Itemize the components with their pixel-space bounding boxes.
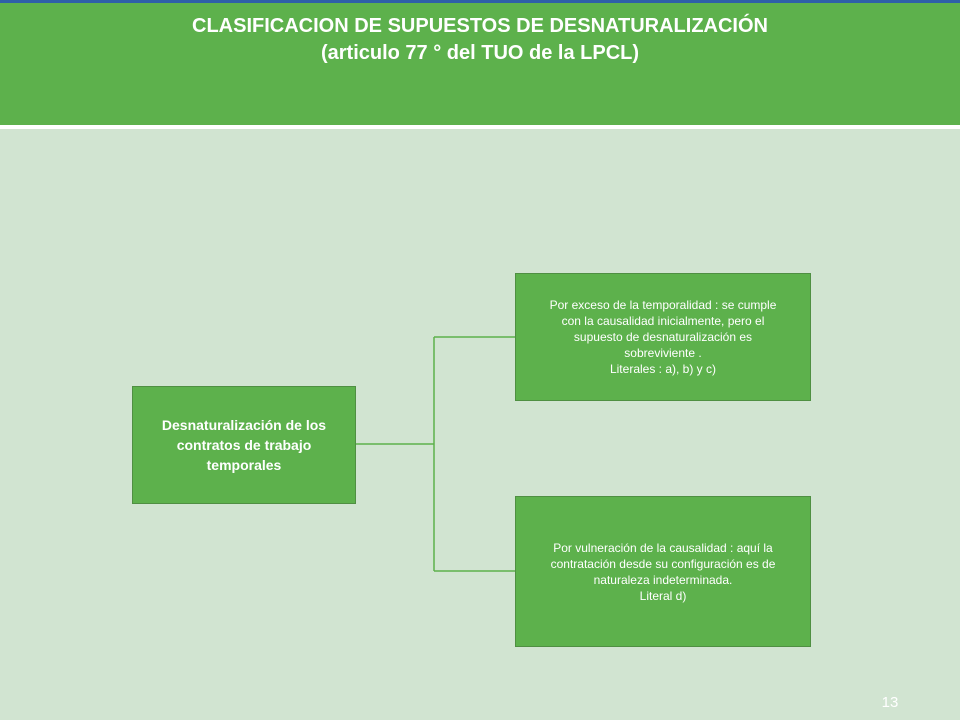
page-number: 13 — [881, 694, 899, 711]
branch-2-line: Por vulneración de la causalidad : aquí … — [553, 540, 773, 555]
branch-2-line: Literal d) — [639, 588, 687, 603]
root-node-box: Desnaturalización de los contratos de tr… — [132, 386, 356, 504]
top-accent-line — [0, 0, 960, 3]
branch-1-line: sobreviviente . — [624, 346, 702, 360]
branch-2-line: naturaleza indeterminada. — [593, 572, 733, 587]
branch-1-line: Por exceso de la temporalidad : se cumpl… — [549, 298, 777, 312]
root-node-line: contratos de trabajo — [176, 437, 312, 453]
title-line-2: (articulo 77 ° del TUO de la LPCL) — [320, 42, 640, 64]
branch-node-temporality: Por exceso de la temporalidad : se cumpl… — [515, 273, 811, 401]
slide-header: CLASIFICACION DE SUPUESTOS DE DESNATURAL… — [0, 3, 960, 125]
root-node-line: Desnaturalización de los — [161, 417, 327, 433]
root-node-line: temporales — [206, 457, 282, 473]
title-line-1: CLASIFICACION DE SUPUESTOS DE DESNATURAL… — [192, 15, 768, 37]
branch-node-causality: Por vulneración de la causalidad : aquí … — [515, 496, 811, 647]
branch-2-line: contratación desde su configuración es d… — [550, 556, 776, 571]
branch-1-line: supuesto de desnaturalización es — [573, 330, 753, 344]
branch-1-line: Literales : a), b) y c) — [609, 362, 716, 376]
slide-title: CLASIFICACION DE SUPUESTOS DE DESNATURAL… — [0, 13, 960, 67]
branch-1-line: con la causalidad inicialmente, pero el — [561, 314, 765, 328]
